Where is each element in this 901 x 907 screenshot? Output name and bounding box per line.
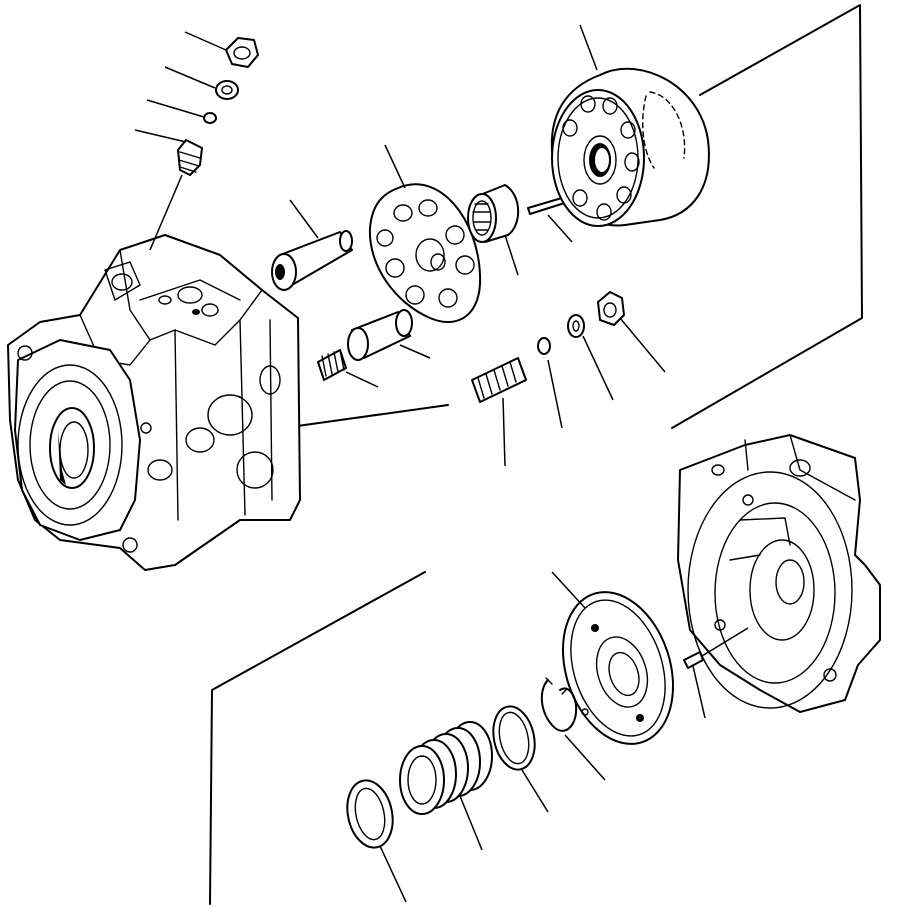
lower-group-boundary — [209, 571, 426, 905]
dowel-pin — [683, 627, 749, 719]
piston-part — [271, 199, 353, 291]
main-coil-spring — [399, 721, 493, 851]
rear-cover — [677, 434, 881, 713]
small-spring — [317, 349, 379, 388]
spring-seat-washer — [346, 779, 407, 903]
spool-sleeve — [347, 309, 431, 361]
valve-plate — [368, 144, 482, 323]
snap-ring — [540, 677, 606, 781]
pump-housing — [7, 234, 301, 571]
upper-group-boundary — [289, 4, 863, 429]
long-spring — [471, 357, 527, 467]
port-plate — [551, 571, 675, 745]
cylinder-block — [550, 24, 710, 227]
right-middle-small-parts — [537, 291, 666, 429]
needle-bearing — [467, 184, 520, 276]
thrust-washer — [492, 705, 549, 813]
top-left-small-parts — [134, 31, 259, 251]
